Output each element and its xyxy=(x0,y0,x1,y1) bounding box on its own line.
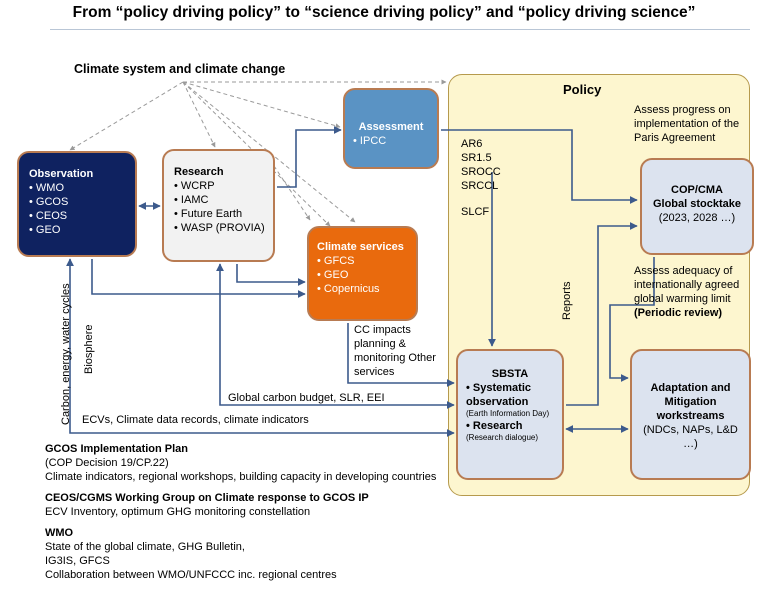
observation-item: WMO xyxy=(29,181,135,195)
title-divider xyxy=(50,29,750,30)
adaptation-box: Adaptation and Mitigation workstreams (N… xyxy=(630,349,751,480)
climate-services-item: GEO xyxy=(317,268,416,282)
note-heading: GCOS Implementation Plan (COP Decision 1… xyxy=(45,442,436,470)
arrow-observation-climate-services xyxy=(91,259,306,298)
arrow-cop-adaptation xyxy=(609,257,655,382)
ipcc-report: SR1.5 xyxy=(461,152,492,164)
arrow-assessment-cop xyxy=(441,129,638,204)
connector-layer xyxy=(66,79,655,437)
ipcc-report: SRCCL xyxy=(461,180,499,192)
observation-item: CEOS xyxy=(29,209,135,223)
ipcc-report: SROCC xyxy=(461,166,501,178)
sbsta-list: Systematic observation xyxy=(466,381,562,409)
stocktake-years: (2023, 2028 …) xyxy=(658,212,736,224)
cycles-label: Carbon, energy, water cycles xyxy=(60,283,72,425)
bottom-notes: GCOS Implementation Plan (COP Decision 1… xyxy=(45,442,436,589)
dashed-link-research xyxy=(182,81,216,148)
cop-box: COP/CMA Global stocktake (2023, 2028 …) xyxy=(640,158,754,255)
sbsta-item-systematic-observation: Systematic observation xyxy=(466,381,562,409)
dashed-link-assessment xyxy=(182,81,341,129)
research-item: Future Earth xyxy=(174,207,273,221)
progress-note: Assess progress on implementation of the… xyxy=(634,104,740,144)
dashed-link-research-cs xyxy=(269,159,311,221)
reports-label: Reports xyxy=(561,281,573,320)
cc-impacts-label: CC impacts planning & monitoring Other s… xyxy=(354,324,436,378)
arrow-research-climate-services xyxy=(236,264,306,286)
climate-system-label: Climate system and climate change xyxy=(74,62,286,76)
cop-title: COP/CMA xyxy=(671,184,723,196)
dashed-link-climate-services xyxy=(182,81,356,223)
carbon-budget-label: Global carbon budget, SLR, EEI xyxy=(228,392,385,404)
assessment-item: IPCC xyxy=(353,134,437,148)
note-ceos: CEOS/CGMS Working Group on Climate respo… xyxy=(45,491,436,519)
research-item: WCRP xyxy=(174,179,273,193)
ipcc-reports-list: AR6 SR1.5 SROCC SRCCL SLCF xyxy=(461,137,501,219)
research-item: IAMC xyxy=(174,193,273,207)
assessment-box: Assessment IPCC xyxy=(343,88,439,169)
note-wmo: WMO State of the global climate, GHG Bul… xyxy=(45,526,436,582)
ipcc-report: AR6 xyxy=(461,138,483,150)
climate-services-heading: Climate services xyxy=(317,241,404,253)
research-heading: Research xyxy=(174,166,224,178)
assessment-list: IPCC xyxy=(345,134,437,148)
research-box: Research WCRP IAMC Future Earth WASP (PR… xyxy=(162,149,275,262)
global-stocktake-label: Global stocktake xyxy=(652,198,742,210)
adaptation-subtitle: (NDCs, NAPs, L&D …) xyxy=(643,424,738,450)
note-line: State of the global climate, GHG Bulleti… xyxy=(45,541,245,553)
note-heading-suffix: (COP Decision 19/CP.22) xyxy=(45,457,169,469)
ipcc-report: SLCF xyxy=(461,206,490,218)
dashed-link-climate-services-2 xyxy=(182,81,331,227)
note-line: ECV Inventory, optimum GHG monitoring co… xyxy=(45,506,311,518)
ecv-label: ECVs, Climate data records, climate indi… xyxy=(82,414,309,426)
policy-title: Policy xyxy=(563,82,602,97)
note-line: Collaboration between WMO/UNFCCC inc. re… xyxy=(45,569,337,581)
note-line: Climate indicators, regional workshops, … xyxy=(45,471,437,483)
climate-services-item: Copernicus xyxy=(317,282,416,296)
observation-heading: Observation xyxy=(29,168,94,180)
assessment-heading: Assessment xyxy=(358,121,424,133)
arrow-research-assessment xyxy=(277,126,342,188)
sbsta-item-research: Research xyxy=(466,419,562,433)
observation-box: Observation WMO GCOS CEOS GEO xyxy=(17,151,137,257)
sbsta-box: SBSTA Systematic observation (Earth Info… xyxy=(456,349,564,480)
note-heading-text: GCOS Implementation Plan xyxy=(45,443,189,455)
sbsta-heading: SBSTA xyxy=(491,368,529,380)
dashed-link-observation xyxy=(69,81,184,151)
adequacy-note: Assess adequacy of internationally agree… xyxy=(634,264,758,320)
note-heading: CEOS/CGMS Working Group on Climate respo… xyxy=(45,492,369,504)
observation-item: GEO xyxy=(29,223,135,237)
arrow-sbsta-cop xyxy=(566,222,638,406)
climate-services-list: GFCS GEO Copernicus xyxy=(317,254,416,296)
page-title: From “policy driving policy” to “science… xyxy=(72,4,696,21)
sbsta-list-2: Research xyxy=(466,419,562,433)
research-list: WCRP IAMC Future Earth WASP (PROVIA) xyxy=(174,179,273,235)
adequacy-note-text: Assess adequacy of internationally agree… xyxy=(634,265,740,305)
flow-arrows xyxy=(66,126,655,437)
arrow-ecv-sbsta xyxy=(66,258,455,437)
climate-services-item: GFCS xyxy=(317,254,416,268)
adaptation-title: Adaptation and Mitigation workstreams xyxy=(650,382,731,422)
climate-system-links xyxy=(69,79,447,227)
research-item: WASP (PROVIA) xyxy=(174,221,273,235)
climate-services-box: Climate services GFCS GEO Copernicus xyxy=(307,226,418,321)
observation-item: GCOS xyxy=(29,195,135,209)
sbsta-item-sub: (Research dialogue) xyxy=(466,433,539,442)
observation-list: WMO GCOS CEOS GEO xyxy=(29,181,135,237)
note-gcos: GCOS Implementation Plan (COP Decision 1… xyxy=(45,442,436,484)
periodic-review-label: (Periodic review) xyxy=(634,307,723,319)
sbsta-item-sub: (Earth Information Day) xyxy=(466,409,550,418)
note-heading: WMO xyxy=(45,527,74,539)
note-line: IG3IS, GFCS xyxy=(45,555,110,567)
biosphere-label: Biosphere xyxy=(83,324,95,374)
